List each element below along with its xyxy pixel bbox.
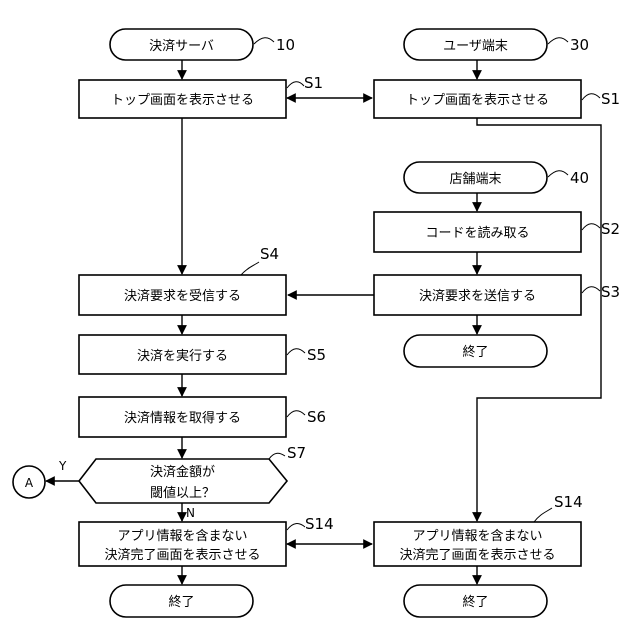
server-s4-label: 決済要求を受信する — [124, 288, 241, 304]
server-step-s1: トップ画面を表示させる — [79, 80, 286, 118]
user-terminal-start-label: ユーザ端末 — [443, 39, 508, 54]
server-end-node: 終了 — [110, 585, 253, 617]
store-terminal-start-label: 店舗端末 — [449, 172, 501, 187]
server-s6-label: 決済情報を取得する — [124, 410, 241, 426]
server-s5-label: 決済を実行する — [137, 348, 228, 364]
server-s4-ref-leader — [241, 262, 259, 275]
store-terminal-s3-ref-leader — [582, 287, 600, 293]
server-s1-label: トップ画面を表示させる — [111, 93, 254, 108]
server-s5-ref-leader — [287, 349, 305, 355]
server-s1-ref: S1 — [304, 74, 323, 92]
store-terminal-end-label: 終了 — [462, 344, 488, 360]
server-end-label: 終了 — [168, 594, 194, 610]
user-terminal-end-label: 終了 — [462, 594, 488, 610]
server-s7-ref-leader — [269, 453, 285, 459]
store-terminal-start-ref: 40 — [570, 169, 589, 187]
user-terminal-start-ref: 30 — [570, 36, 589, 54]
server-start-node: 決済サーバ — [110, 29, 253, 60]
user-terminal-start-ref-leader — [548, 38, 568, 44]
user-terminal-s1-ref-leader — [582, 94, 600, 100]
server-start-ref-leader — [254, 38, 274, 44]
s7-no-label: N — [186, 506, 195, 520]
user-terminal-step-s1: トップ画面を表示させる — [374, 80, 581, 118]
user-terminal-s14-ref: S14 — [554, 493, 583, 511]
store-terminal-step-s2: コードを読み取る — [374, 212, 581, 252]
user-terminal-s1-label: トップ画面を表示させる — [406, 93, 549, 108]
store-terminal-start-ref-leader — [548, 171, 568, 177]
store-terminal-step-s3: 決済要求を送信する — [374, 275, 581, 315]
server-decision-s7: 決済金額が 閾値以上？ — [79, 459, 287, 503]
s7-yes-label: Y — [58, 459, 67, 473]
server-step-s6: 決済情報を取得する — [79, 397, 286, 437]
server-s14-ref-leader — [287, 524, 305, 530]
server-s14-ref: S14 — [305, 515, 334, 533]
server-s14-label-line1: アプリ情報を含まない — [117, 528, 247, 544]
store-terminal-start-node: 店舗端末 — [404, 162, 547, 193]
store-terminal-s2-ref: S2 — [601, 220, 620, 238]
connector-a: A — [13, 466, 45, 498]
store-terminal-s3-label: 決済要求を送信する — [419, 288, 536, 304]
server-s6-ref: S6 — [307, 408, 326, 426]
store-terminal-s2-label: コードを読み取る — [425, 225, 529, 241]
server-step-s14: アプリ情報を含まない 決済完了画面を表示させる — [79, 522, 286, 566]
user-terminal-start-node: ユーザ端末 — [404, 29, 547, 60]
user-terminal-end-node: 終了 — [404, 585, 547, 617]
connector-a-label: A — [25, 476, 34, 490]
store-terminal-end-node: 終了 — [404, 335, 547, 367]
server-s5-ref: S5 — [307, 346, 326, 364]
server-s7-ref: S7 — [287, 444, 306, 462]
store-terminal-s2-ref-leader — [582, 224, 600, 230]
server-start-label: 決済サーバ — [149, 38, 214, 54]
server-start-ref: 10 — [276, 36, 295, 54]
user-terminal-s14-ref-leader — [534, 508, 552, 522]
user-terminal-s14-label-line1: アプリ情報を含まない — [412, 528, 542, 544]
server-s7-label-line1: 決済金額が — [150, 464, 215, 480]
user-terminal-step-s14: アプリ情報を含まない 決済完了画面を表示させる — [374, 522, 581, 566]
server-step-s4: 決済要求を受信する — [79, 275, 286, 315]
server-step-s5: 決済を実行する — [79, 335, 286, 374]
server-s1-ref-leader — [287, 82, 304, 88]
user-terminal-s1-ref: S1 — [601, 90, 620, 108]
store-terminal-s3-ref: S3 — [601, 283, 620, 301]
server-s4-ref: S4 — [260, 245, 279, 263]
server-s7-label-line2: 閾値以上？ — [150, 485, 215, 501]
user-terminal-s14-label-line2: 決済完了画面を表示させる — [399, 547, 555, 563]
server-s14-label-line2: 決済完了画面を表示させる — [104, 547, 260, 563]
server-s6-ref-leader — [287, 411, 305, 417]
